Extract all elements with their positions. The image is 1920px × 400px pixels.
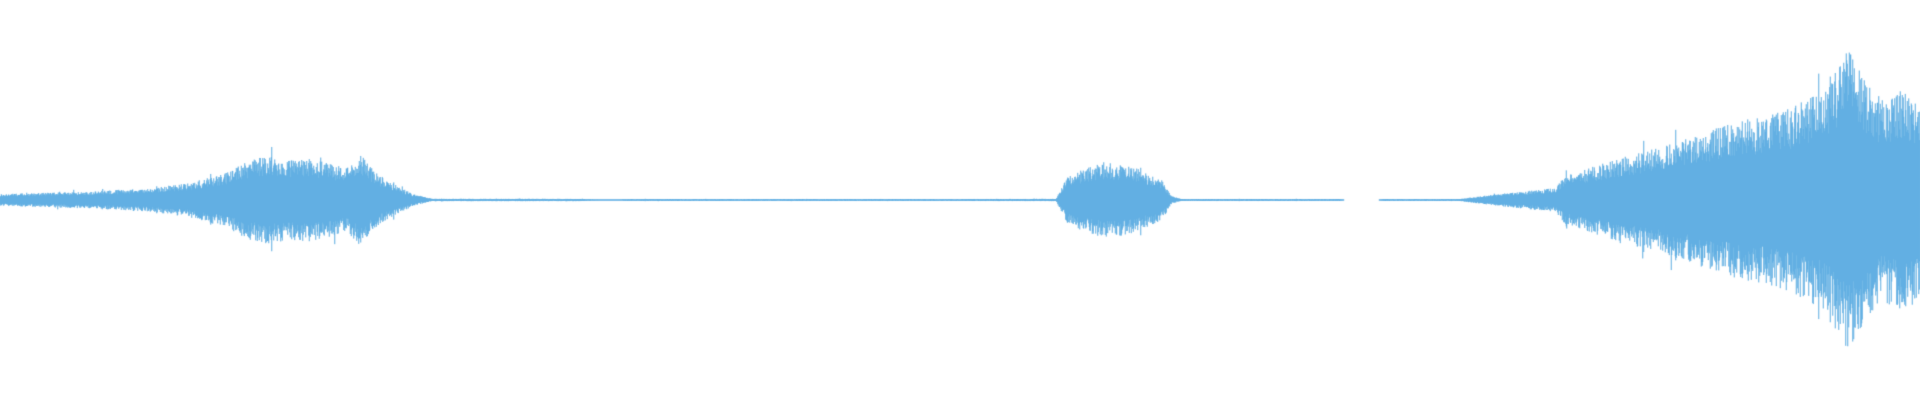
waveform-panel: [0, 0, 1920, 400]
audio-waveform: [0, 0, 1920, 400]
